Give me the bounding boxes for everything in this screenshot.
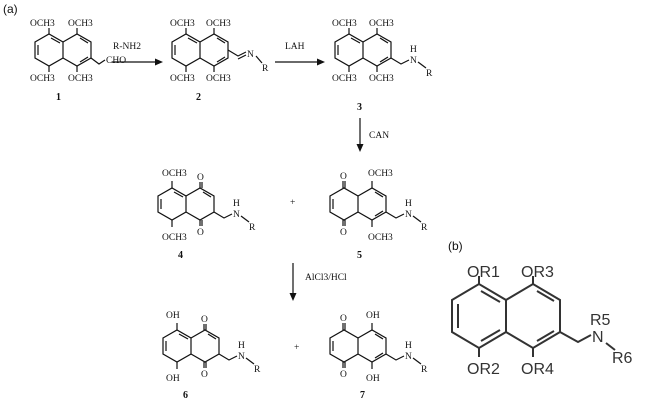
compound-7-oh-1: OH [366, 311, 380, 321]
compound-7-r: R [421, 365, 428, 375]
compound-5-ome-2: OCH3 [368, 233, 393, 243]
compound-2-ome-1: OCH3 [170, 19, 195, 29]
compound-4: OCH3 O O OCH3 H N R 4 [157, 169, 256, 261]
compound-5-oxo-2: O [340, 228, 347, 238]
compound-3-n: N [410, 56, 417, 66]
compound-4-n: N [233, 210, 240, 220]
compound-4-r: R [249, 223, 256, 233]
compound-5-r: R [421, 223, 428, 233]
compound-1-ome-2: OCH3 [68, 19, 93, 29]
plus-sign-2: + [294, 343, 299, 353]
compound-4-skeleton [157, 181, 250, 227]
compound-4-oxo-1: O [197, 173, 204, 183]
compound-6: OH O O OH H N R 6 [162, 311, 261, 401]
compound-5-number: 5 [357, 250, 362, 261]
compound-7-nh-h: H [405, 341, 412, 351]
general-or4: OR4 [521, 361, 554, 378]
compound-1-aldehyde: CHO [106, 56, 126, 66]
compound-1-ome-4: OCH3 [68, 74, 93, 84]
general-structure: OR1 OR3 OR2 OR4 R5 N R6 [451, 264, 633, 378]
reagent-amine: R-NH2 [113, 42, 141, 52]
compound-1-skeleton [34, 28, 106, 72]
reaction-arrow-3 [356, 118, 364, 152]
compound-3-nh-h: H [410, 45, 417, 55]
panel-label-b: (b) [448, 239, 463, 253]
compound-6-oxo-2: O [201, 370, 208, 380]
compound-4-oxo-2: O [197, 228, 204, 238]
general-r6: R6 [612, 350, 633, 367]
general-r5: R5 [590, 312, 611, 329]
compound-7: O OH O OH H N R 7 [329, 311, 428, 401]
panel-label-a: (a) [3, 2, 18, 16]
compound-5-nh-h: H [405, 199, 412, 209]
reagent-lah: LAH [285, 42, 305, 52]
general-or3: OR3 [521, 264, 554, 281]
compound-7-n: N [405, 352, 412, 362]
compound-7-oh-2: OH [366, 374, 380, 384]
compound-6-nh-h: H [238, 341, 245, 351]
compound-2-skeleton [171, 28, 263, 72]
compound-3: OCH3 OCH3 OCH3 OCH3 H N R 3 [332, 19, 433, 113]
general-or2: OR2 [467, 361, 500, 378]
general-n: N [592, 329, 604, 346]
compound-3-number: 3 [357, 102, 362, 113]
compound-1-number: 1 [56, 92, 61, 103]
compound-3-ome-4: OCH3 [369, 74, 394, 84]
compound-3-ome-1: OCH3 [332, 19, 357, 29]
compound-4-ome-1: OCH3 [162, 169, 187, 179]
compound-6-r: R [254, 365, 261, 375]
compound-2-r: R [262, 64, 269, 74]
reaction-arrow-1 [112, 58, 163, 66]
compound-2-ome-3: OCH3 [170, 74, 195, 84]
compound-2-number: 2 [196, 92, 201, 103]
compound-4-number: 4 [178, 250, 183, 261]
compound-3-r: R [426, 69, 433, 79]
reagent-alcl3-hcl: AlCl3/HCl [305, 273, 347, 283]
compound-3-ome-3: OCH3 [332, 74, 357, 84]
compound-7-oxo-2: O [340, 370, 347, 380]
compound-6-n: N [238, 352, 245, 362]
compound-6-oh-2: OH [166, 374, 180, 384]
general-structure-skeleton [451, 276, 616, 357]
compound-1-ome-1: OCH3 [30, 19, 55, 29]
reagent-can: CAN [369, 131, 389, 141]
compound-2-ome-2: OCH3 [206, 19, 231, 29]
compound-5: O OCH3 O OCH3 H N R 5 [329, 169, 428, 261]
compound-2-ome-4: OCH3 [206, 74, 231, 84]
compound-3-ome-2: OCH3 [369, 19, 394, 29]
compound-6-skeleton [162, 323, 255, 369]
compound-4-nh-h: H [233, 199, 240, 209]
compound-1: OCH3 OCH3 OCH3 OCH3 CHO 1 [30, 19, 126, 103]
compound-7-oxo-1: O [340, 314, 347, 324]
compound-7-number: 7 [360, 390, 365, 401]
compound-7-skeleton [329, 323, 422, 369]
compound-4-ome-2: OCH3 [162, 233, 187, 243]
compound-6-oh-1: OH [166, 311, 180, 321]
compound-3-skeleton [334, 28, 427, 72]
plus-sign-1: + [290, 198, 295, 208]
compound-5-ome-1: OCH3 [368, 169, 393, 179]
reaction-arrow-4 [289, 263, 297, 301]
compound-1-ome-3: OCH3 [30, 74, 55, 84]
compound-2: OCH3 OCH3 OCH3 OCH3 N R 2 [170, 19, 269, 103]
reaction-arrow-2 [275, 58, 325, 66]
compound-5-skeleton [329, 181, 422, 227]
compound-2-imine-n: N [247, 50, 254, 60]
compound-6-number: 6 [183, 390, 188, 401]
general-or1: OR1 [467, 264, 500, 281]
compound-6-oxo-1: O [201, 315, 208, 325]
compound-5-n: N [405, 210, 412, 220]
compound-5-oxo-1: O [340, 172, 347, 182]
